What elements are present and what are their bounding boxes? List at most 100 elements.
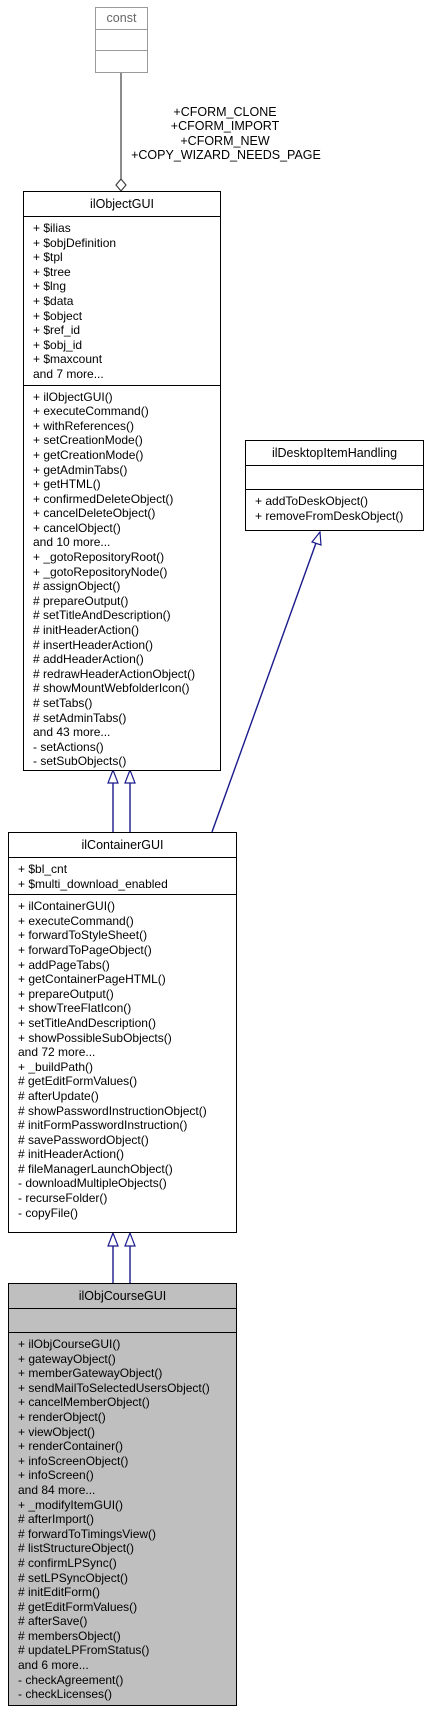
class-member: # initEditForm()	[18, 1585, 101, 1600]
class-member: + cancelObject()	[33, 520, 121, 535]
class-member: # forwardToTimingsView()	[18, 1526, 157, 1541]
inheritance-arrow-icon	[107, 768, 119, 784]
class-member: # setTitleAndDescription()	[33, 608, 171, 623]
class-member: + executeCommand()	[33, 404, 149, 419]
class-name: ilObjectGUI	[24, 192, 220, 217]
class-member: # showPasswordInstructionObject()	[18, 1103, 207, 1118]
operations-section: + ilObjectGUI()+ executeCommand()+ withR…	[24, 386, 220, 772]
inheritance-arrow-icon	[124, 1231, 136, 1247]
operations-section: + addToDeskObject()+ removeFromDeskObjec…	[246, 490, 423, 526]
class-member: + ilObjCourseGUI()	[18, 1337, 121, 1351]
class-member: + viewObject()	[18, 1424, 96, 1439]
class-member: # addHeaderAction()	[33, 652, 144, 667]
class-member: + cancelDeleteObject()	[33, 506, 156, 521]
class-member: + getCreationMode()	[33, 447, 144, 462]
class-member: - recurseFolder()	[18, 1191, 108, 1206]
class-member: + getHTML()	[33, 477, 101, 492]
class-member: + $objDefinition	[33, 235, 117, 250]
class-member: + forwardToPageObject()	[18, 942, 152, 957]
class-member: + infoScreen()	[18, 1468, 94, 1483]
class-member: + cancelMemberObject()	[18, 1395, 150, 1410]
class-member: + _modifyItemGUI()	[18, 1497, 124, 1512]
edge-label-cform-new: +CFORM_NEW	[180, 134, 270, 148]
class-member: - setActions()	[33, 739, 104, 754]
class-member: + gatewayObject()	[18, 1351, 116, 1366]
class-member: # updateLPFromStatus()	[18, 1643, 150, 1658]
class-name: ilObjCourseGUI	[9, 1284, 236, 1309]
class-member: and 6 more...	[18, 1658, 89, 1673]
class-member: and 84 more...	[18, 1482, 96, 1497]
class-member: + $ilias	[33, 221, 71, 235]
attributes-section	[96, 30, 147, 51]
class-member: # confirmLPSync()	[18, 1555, 117, 1570]
class-member: # setLPSyncObject()	[18, 1570, 129, 1585]
class-ilobjectgui[interactable]: ilObjectGUI + $ilias+ $objDefinition+ $t…	[23, 191, 221, 771]
class-member: + memberGatewayObject()	[18, 1366, 163, 1381]
class-member: + prepareOutput()	[18, 986, 114, 1001]
class-member: + _buildPath()	[18, 1059, 94, 1074]
class-name: ilContainerGUI	[9, 833, 236, 858]
class-member: + getAdminTabs()	[33, 462, 128, 477]
edge-label-cform-clone: +CFORM_CLONE	[173, 105, 277, 119]
inheritance-edge-ilcontainergui-ildesktopitemhandling	[211, 530, 322, 833]
class-member: + $data	[33, 293, 74, 308]
attributes-section: + $ilias+ $objDefinition+ $tpl+ $tree+ $…	[24, 217, 220, 386]
class-member: + addPageTabs()	[18, 957, 110, 972]
class-member: + ilObjectGUI()	[33, 389, 113, 404]
class-member: # afterSave()	[18, 1614, 88, 1629]
class-member: # listStructureObject()	[18, 1541, 135, 1556]
class-member: + withReferences()	[33, 418, 135, 433]
attributes-section	[246, 466, 423, 490]
composition-edge-const-ilobjectgui	[115, 73, 127, 192]
class-member: + forwardToStyleSheet()	[18, 928, 148, 943]
class-member: and 43 more...	[33, 725, 111, 740]
class-member: + $tpl	[33, 250, 63, 265]
class-member: # setAdminTabs()	[33, 710, 127, 725]
class-name: ilDesktopItemHandling	[246, 441, 423, 466]
edge-label-copy-wizard-needs-page: +COPY_WIZARD_NEEDS_PAGE	[131, 148, 321, 162]
class-member: # membersObject()	[18, 1628, 121, 1643]
class-member: + removeFromDeskObject()	[255, 508, 404, 523]
composition-diamond-icon	[115, 178, 127, 192]
class-member: and 10 more...	[33, 535, 111, 550]
class-member: and 7 more...	[33, 366, 104, 381]
class-member: - checkLicenses()	[18, 1687, 113, 1702]
class-ilobjcoursegui[interactable]: ilObjCourseGUI + ilObjCourseGUI()+ gatew…	[8, 1283, 237, 1706]
class-member: + $object	[33, 308, 83, 323]
class-ilcontainergui[interactable]: ilContainerGUI + $bl_cnt+ $multi_downloa…	[8, 832, 237, 1233]
class-member: # getEditFormValues()	[18, 1074, 138, 1089]
class-ildesktopitemhandling[interactable]: ilDesktopItemHandling + addToDeskObject(…	[245, 440, 424, 531]
operations-section: + ilContainerGUI()+ executeCommand()+ fo…	[9, 895, 236, 1223]
class-member: # setTabs()	[33, 696, 93, 710]
class-member: - setSubObjects()	[33, 754, 127, 769]
class-name: const	[96, 8, 147, 30]
class-member: + $tree	[33, 264, 71, 279]
class-member: + _gotoRepositoryNode()	[33, 564, 168, 579]
class-member: # afterUpdate()	[18, 1088, 99, 1103]
class-member: + showPossibleSubObjects()	[18, 1030, 172, 1045]
class-member: + $lng	[33, 279, 67, 294]
inheritance-arrow-icon	[107, 1231, 119, 1247]
operations-section	[96, 51, 147, 71]
class-member: # getEditFormValues()	[18, 1599, 138, 1614]
class-const[interactable]: const	[95, 7, 148, 73]
class-member: - checkAgreement()	[18, 1672, 124, 1687]
class-member: # prepareOutput()	[33, 593, 129, 608]
class-member: + executeCommand()	[18, 913, 134, 928]
class-member: # assignObject()	[33, 579, 121, 594]
class-member: # initFormPasswordInstruction()	[18, 1118, 188, 1133]
inheritance-edge-ilobjcoursegui-ilcontainergui	[107, 1231, 136, 1283]
class-member: # savePasswordObject()	[18, 1132, 149, 1147]
class-member: + $bl_cnt	[18, 862, 68, 876]
inheritance-arrow-icon	[124, 768, 136, 784]
class-member: # insertHeaderAction()	[33, 637, 154, 652]
class-member: + setTitleAndDescription()	[18, 1015, 156, 1030]
class-member: + showTreeFlatIcon()	[18, 1001, 132, 1016]
class-member: + renderContainer()	[18, 1439, 124, 1454]
attributes-section: + $bl_cnt+ $multi_download_enabled	[9, 858, 236, 896]
class-member: + $ref_id	[33, 323, 81, 338]
class-member: + $maxcount	[33, 352, 103, 367]
class-member: - downloadMultipleObjects()	[18, 1176, 167, 1191]
class-member: + renderObject()	[18, 1409, 106, 1424]
class-member: + $obj_id	[33, 337, 83, 352]
